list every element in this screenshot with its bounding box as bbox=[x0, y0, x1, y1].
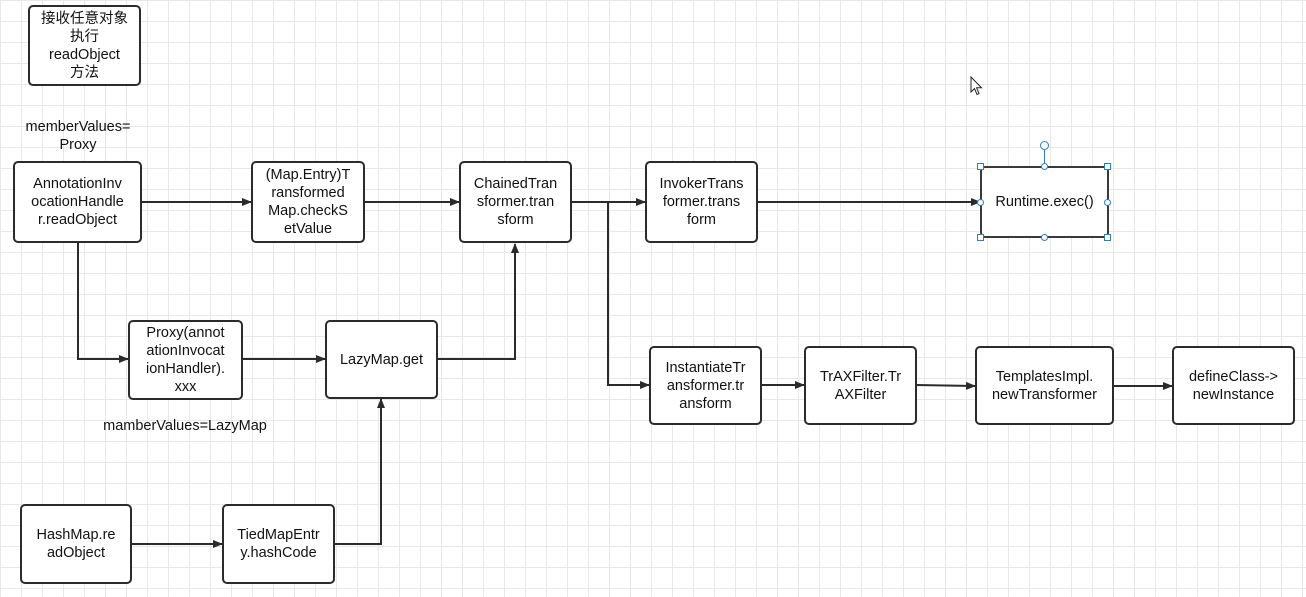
edge-lazyget-to-chained[interactable] bbox=[437, 243, 519, 360]
node-instantiate-transformer[interactable]: InstantiateTr ansformer.tr ansform bbox=[649, 346, 762, 425]
resize-handle-sw[interactable] bbox=[977, 234, 984, 241]
node-hashmap-readobject-text: HashMap.re adObject bbox=[36, 527, 116, 561]
resize-handle-ne[interactable] bbox=[1104, 163, 1111, 170]
resize-handle-nw[interactable] bbox=[977, 163, 984, 170]
node-templatesimpl-newtransformer[interactable]: TemplatesImpl. newTransformer bbox=[975, 346, 1114, 425]
resize-handle-w[interactable] bbox=[977, 199, 984, 206]
member-values-lazymap-label: mamberValues=LazyMap bbox=[103, 418, 267, 434]
note-box[interactable]: 接收任意对象 执行 readObject 方法 bbox=[28, 5, 141, 86]
rotate-handle[interactable] bbox=[1040, 141, 1049, 150]
node-chained-transformer[interactable]: ChainedTran sformer.tran sform bbox=[459, 161, 572, 243]
edge-annot-to-proxy[interactable] bbox=[77, 243, 129, 363]
node-tiedmapentry-hashcode-text: TiedMapEntr y.hashCode bbox=[237, 527, 320, 561]
resize-handle-n[interactable] bbox=[1041, 163, 1048, 170]
node-hashmap-readobject[interactable]: HashMap.re adObject bbox=[20, 504, 132, 584]
node-annotation-invocation-handler-text: AnnotationInv ocationHandle r.readObject bbox=[31, 176, 124, 228]
node-tiedmapentry-hashcode[interactable]: TiedMapEntr y.hashCode bbox=[222, 504, 335, 584]
node-map-entry-checksetvalue-text: (Map.Entry)T ransformed Map.checkS etVal… bbox=[265, 167, 351, 237]
node-invoker-transformer[interactable]: InvokerTrans former.trans form bbox=[645, 161, 758, 243]
node-chained-transformer-text: ChainedTran sformer.tran sform bbox=[473, 176, 558, 228]
member-values-proxy-label: memberValues= Proxy bbox=[25, 119, 131, 153]
node-runtime-exec[interactable]: Runtime.exec() bbox=[980, 166, 1109, 238]
node-traxfilter[interactable]: TrAXFilter.Tr AXFilter bbox=[804, 346, 917, 425]
node-map-entry-checksetvalue[interactable]: (Map.Entry)T ransformed Map.checkS etVal… bbox=[251, 161, 365, 243]
node-defineclass-newinstance[interactable]: defineClass-> newInstance bbox=[1172, 346, 1295, 425]
resize-handle-se[interactable] bbox=[1104, 234, 1111, 241]
node-lazymap-get[interactable]: LazyMap.get bbox=[325, 320, 438, 399]
node-instantiate-transformer-text: InstantiateTr ansformer.tr ansform bbox=[665, 359, 746, 412]
node-defineclass-newinstance-text: defineClass-> newInstance bbox=[1188, 368, 1279, 403]
edge-chained-to-instantiate[interactable] bbox=[571, 201, 650, 389]
note-box-text: 接收任意对象 执行 readObject 方法 bbox=[41, 10, 128, 81]
node-lazymap-get-text: LazyMap.get bbox=[339, 351, 424, 368]
node-runtime-exec-text: Runtime.exec() bbox=[995, 194, 1094, 210]
node-invoker-transformer-text: InvokerTrans former.trans form bbox=[659, 176, 744, 228]
node-proxy-annotation-invocation-handler-text: Proxy(annot ationInvocat ionHandler). xx… bbox=[146, 325, 225, 395]
edge-tiedmap-to-lazyget[interactable] bbox=[334, 398, 385, 545]
edge-traxfilter-to-templates[interactable] bbox=[915, 381, 976, 390]
node-proxy-annotation-invocation-handler[interactable]: Proxy(annot ationInvocat ionHandler). xx… bbox=[128, 320, 243, 400]
node-traxfilter-text: TrAXFilter.Tr AXFilter bbox=[819, 368, 902, 403]
node-templatesimpl-newtransformer-text: TemplatesImpl. newTransformer bbox=[991, 368, 1098, 403]
mouse-pointer-icon bbox=[970, 76, 983, 96]
node-annotation-invocation-handler[interactable]: AnnotationInv ocationHandle r.readObject bbox=[13, 161, 142, 243]
resize-handle-e[interactable] bbox=[1104, 199, 1111, 206]
resize-handle-s[interactable] bbox=[1041, 234, 1048, 241]
rotate-stem bbox=[1044, 150, 1045, 166]
